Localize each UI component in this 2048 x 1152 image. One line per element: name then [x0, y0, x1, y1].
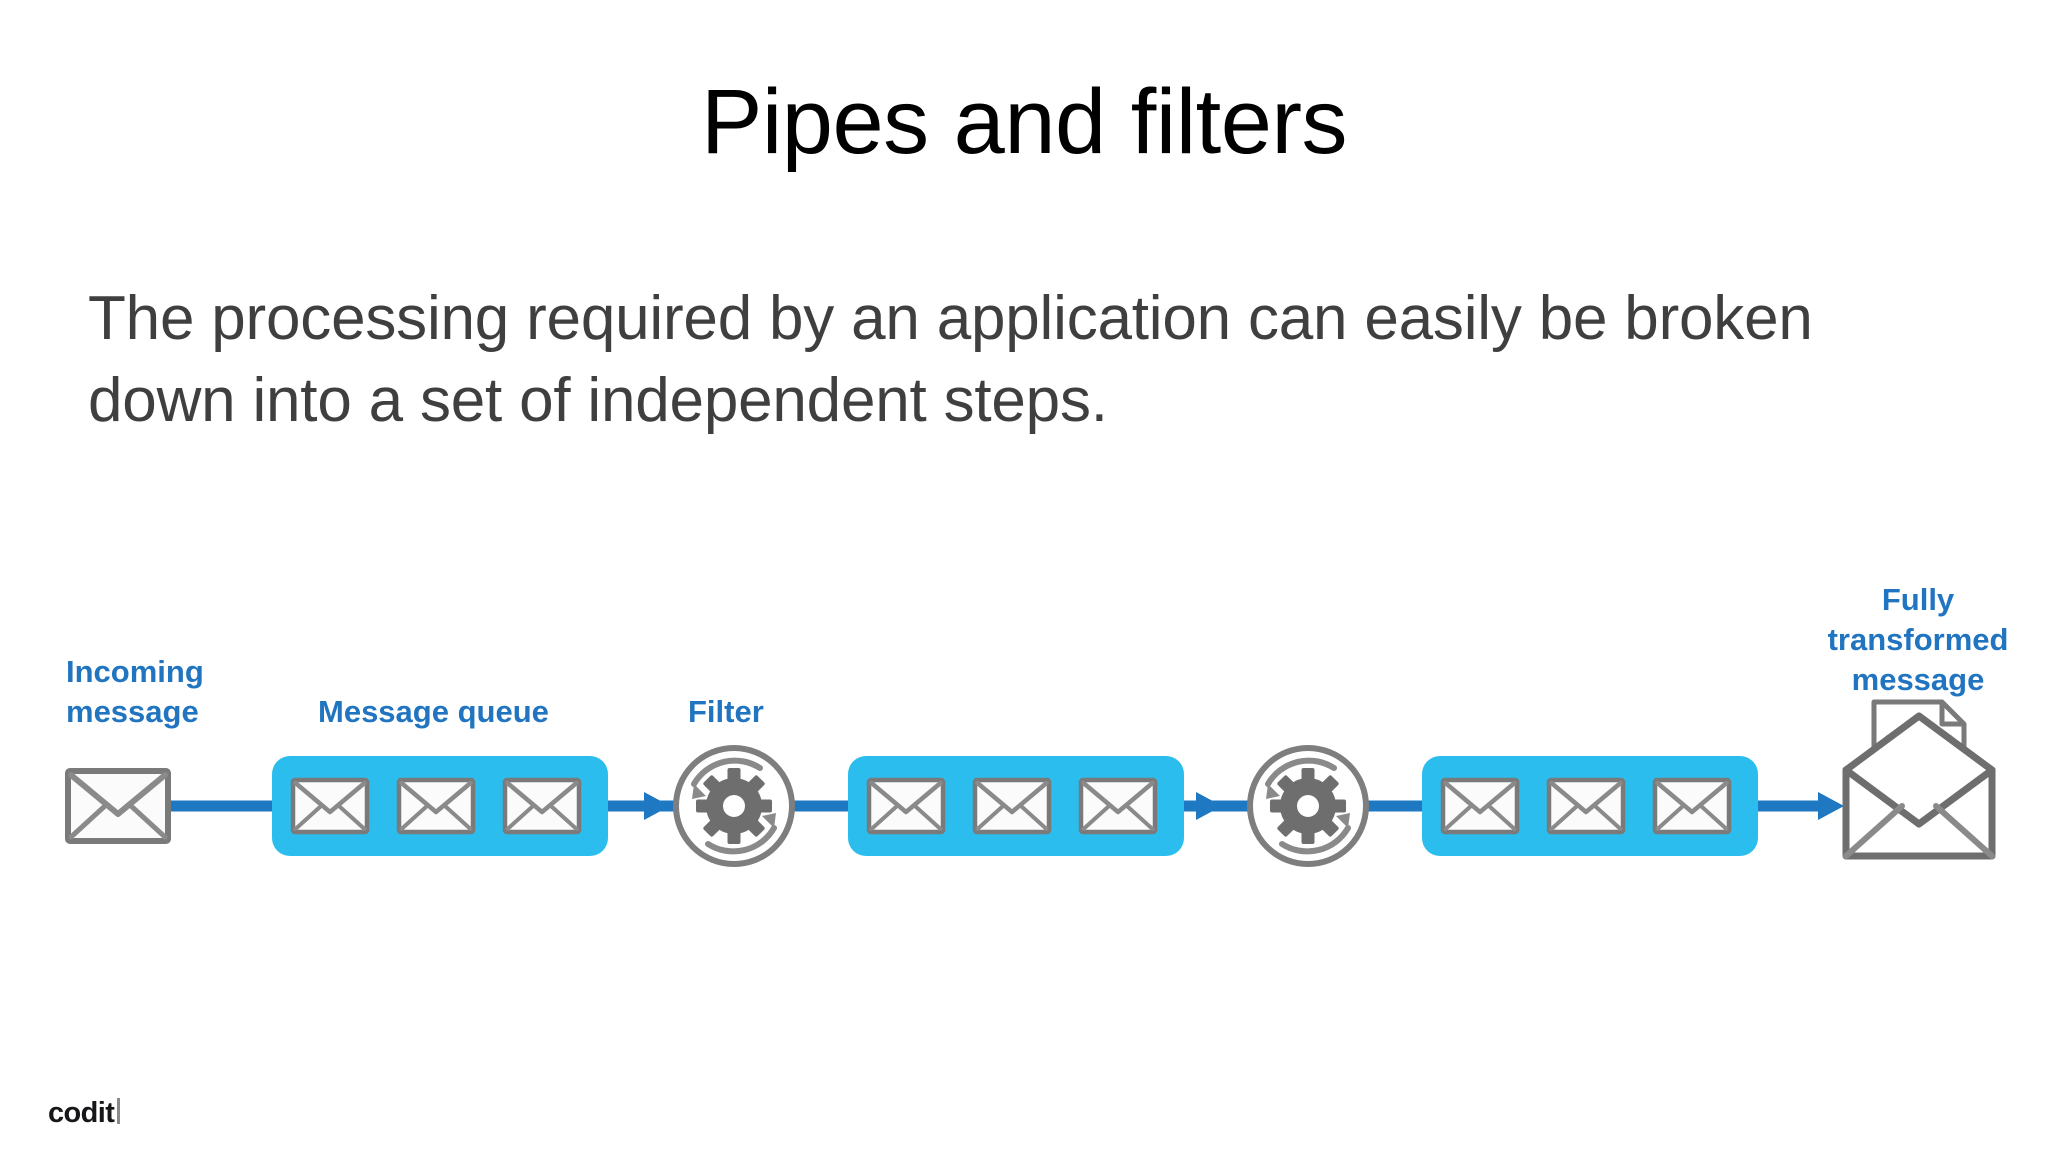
- queue-envelope: [293, 780, 367, 832]
- incoming-message-envelope: [68, 771, 168, 841]
- arrow-head-2: [1196, 792, 1222, 820]
- queue-envelope: [869, 780, 943, 832]
- label-fully-transformed-line3: message: [1852, 662, 1985, 697]
- label-incoming-message-line1: Incoming: [66, 654, 204, 689]
- label-filter: Filter: [688, 694, 764, 729]
- filter-gear-1: [676, 748, 792, 864]
- fully-transformed-message-envelope: [1846, 702, 1992, 856]
- logo-wordmark: codit: [48, 1097, 115, 1129]
- filter-gear-2: [1250, 748, 1366, 864]
- message-queue-3: [1422, 756, 1758, 856]
- logo-bar-icon: [117, 1098, 121, 1124]
- label-fully-transformed-line2: transformed: [1828, 622, 2009, 657]
- queue-envelope: [505, 780, 579, 832]
- message-queue-2: [848, 756, 1184, 856]
- arrow-head-1: [644, 792, 670, 820]
- codit-logo: codit: [48, 1096, 121, 1130]
- queue-envelope: [399, 780, 473, 832]
- page-title: Pipes and filters: [700, 71, 1348, 173]
- diagram-labels: Incoming message Message queue Filter Fu…: [66, 582, 2008, 729]
- queue-envelope: [975, 780, 1049, 832]
- queue-envelope: [1081, 780, 1155, 832]
- label-message-queue: Message queue: [318, 694, 549, 729]
- message-queue-1: [272, 756, 608, 856]
- slide-body-text: The processing required by an applicatio…: [88, 284, 1813, 435]
- queue-envelope: [1443, 780, 1517, 832]
- label-incoming-message-line2: message: [66, 694, 199, 729]
- pipeline-diagram: Incoming message Message queue Filter Fu…: [0, 540, 2048, 920]
- queue-envelope: [1549, 780, 1623, 832]
- arrow-head-3: [1818, 792, 1844, 820]
- queue-envelope: [1655, 780, 1729, 832]
- label-fully-transformed-line1: Fully: [1882, 582, 1955, 617]
